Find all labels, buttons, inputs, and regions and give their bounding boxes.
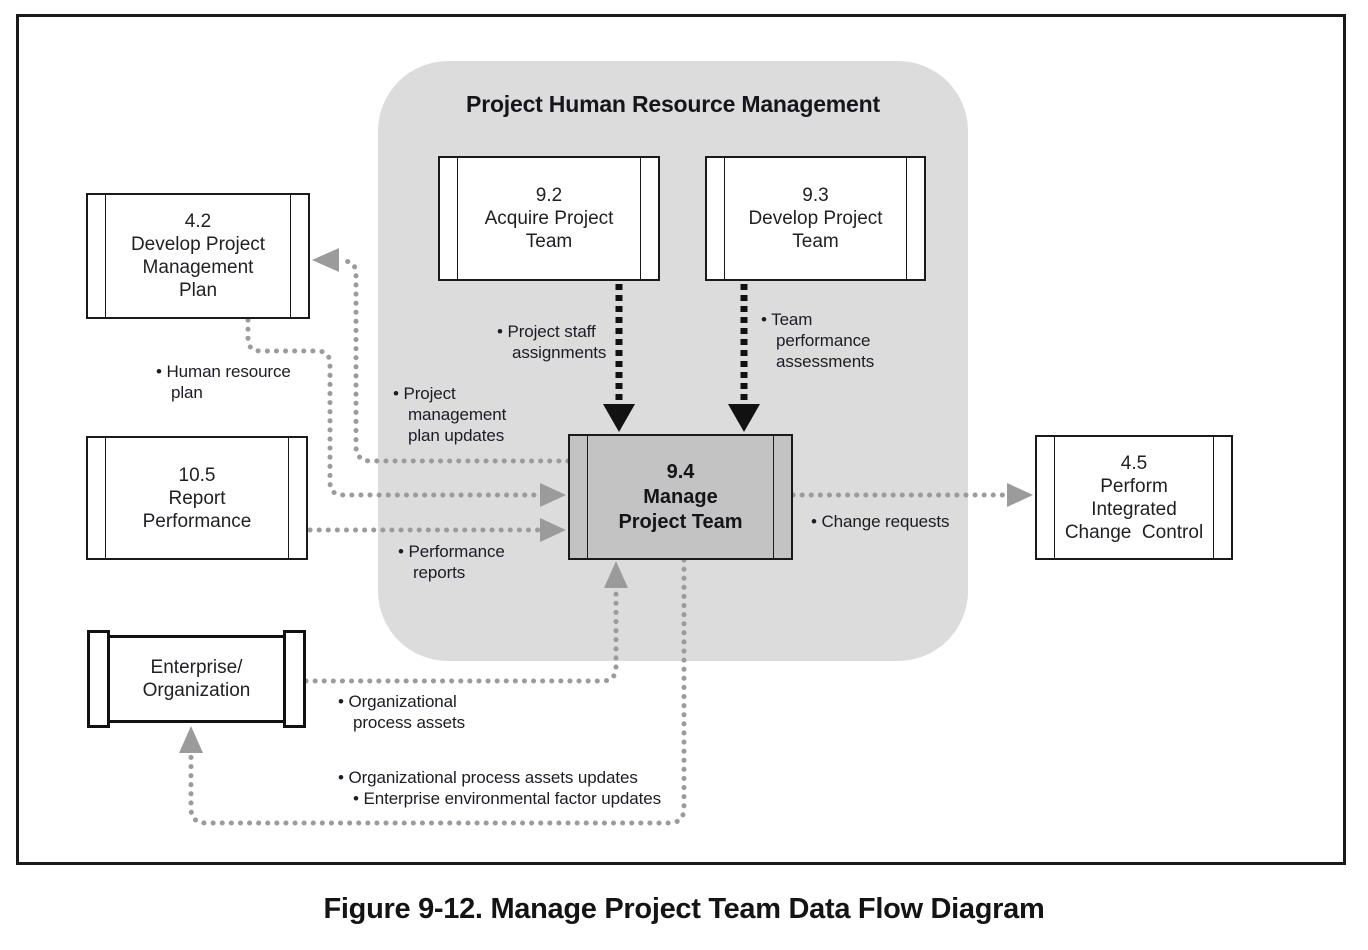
process-number: 4.5 [1120, 452, 1148, 474]
side-strip [906, 158, 907, 279]
diagram-frame: Project Human Resource Management [16, 14, 1346, 865]
process-text: 10.5 Report Performance [88, 464, 306, 533]
arrowhead-human-resource-into-manage [540, 483, 566, 507]
process-name: Manage Project Team [618, 485, 743, 533]
arrowhead-assessments-into-manage [728, 404, 760, 432]
side-strip [457, 158, 458, 279]
side-strip [773, 436, 774, 558]
process-text: 9.3 Develop Project Team [707, 184, 924, 253]
label-organizational-process-assets: • Organizational process assets [338, 692, 465, 732]
process-text: 9.4 Manage Project Team [570, 460, 791, 535]
label-change-requests: • Change requests [811, 512, 950, 531]
entity-right-tab [283, 630, 306, 728]
process-box-4-2-develop-project-management-plan: 4.2 Develop Project Management Plan [86, 193, 310, 319]
entity-enterprise-organization: Enterprise/ Organization [87, 630, 306, 728]
phrm-group-title: Project Human Resource Management [466, 91, 880, 117]
side-strip [640, 158, 641, 279]
side-strip [1213, 437, 1214, 558]
process-text: 4.2 Develop Project Management Plan [88, 210, 308, 302]
process-name: Report Performance [142, 487, 252, 532]
process-text: 9.2 Acquire Project Team [440, 184, 658, 253]
process-box-9-3-develop-project-team: 9.3 Develop Project Team [705, 156, 926, 281]
process-number: 10.5 [178, 464, 216, 486]
side-strip [105, 195, 106, 317]
process-name: Develop Project Management Plan [130, 234, 266, 301]
process-box-10-5-report-performance: 10.5 Report Performance [86, 436, 308, 560]
process-number: 9.3 [802, 185, 829, 206]
side-strip [105, 438, 106, 558]
side-strip [1054, 437, 1055, 558]
flow-line-opa-eef-updates [188, 557, 687, 826]
process-box-9-2-acquire-project-team: 9.2 Acquire Project Team [438, 156, 660, 281]
side-strip [290, 195, 291, 317]
side-strip [288, 438, 289, 558]
label-performance-reports: • Performance reports [398, 542, 505, 582]
arrowhead-updates-into-enterprise [179, 726, 203, 753]
flow-line-pm-plan-updates [337, 258, 571, 464]
entity-name: Enterprise/ Organization [142, 657, 251, 701]
process-number: 9.2 [535, 185, 563, 206]
side-strip [724, 158, 725, 279]
label-human-resource-plan: • Human resource plan [156, 362, 291, 402]
process-text: 4.5 Perform Integrated Change Control [1037, 452, 1231, 544]
process-number: 4.2 [184, 211, 212, 232]
process-name: Perform Integrated Change Control [1064, 475, 1204, 543]
side-strip [587, 436, 588, 558]
entity-body: Enterprise/ Organization [97, 635, 296, 723]
label-project-management-plan-updates: • Project management plan updates [393, 384, 507, 445]
label-opa-and-eef-updates: • Organizational process assets updates … [338, 768, 662, 808]
flow-line-org-process-assets [303, 586, 619, 684]
arrowhead-into-develop-pm-plan [312, 248, 339, 272]
process-name: Acquire Project Team [484, 208, 614, 252]
figure-caption: Figure 9-12. Manage Project Team Data Fl… [323, 893, 1045, 925]
process-box-9-4-manage-project-team: 9.4 Manage Project Team [568, 434, 793, 560]
arrowhead-into-perform-icc [1007, 483, 1033, 507]
arrowhead-performance-into-manage [540, 518, 566, 542]
label-project-staff-assignments: • Project staff assignments [497, 322, 607, 362]
entity-left-tab [87, 630, 110, 728]
process-name: Develop Project Team [748, 208, 883, 252]
flow-connectors [179, 248, 1033, 826]
process-box-4-5-perform-integrated-change-control: 4.5 Perform Integrated Change Control [1035, 435, 1233, 560]
label-team-performance-assessments: • Team performance assessments [761, 310, 875, 371]
flow-line-human-resource-plan [245, 317, 542, 498]
arrowhead-opa-into-manage [604, 561, 628, 588]
arrowhead-staff-into-manage [603, 404, 635, 432]
process-number: 9.4 [666, 460, 695, 483]
